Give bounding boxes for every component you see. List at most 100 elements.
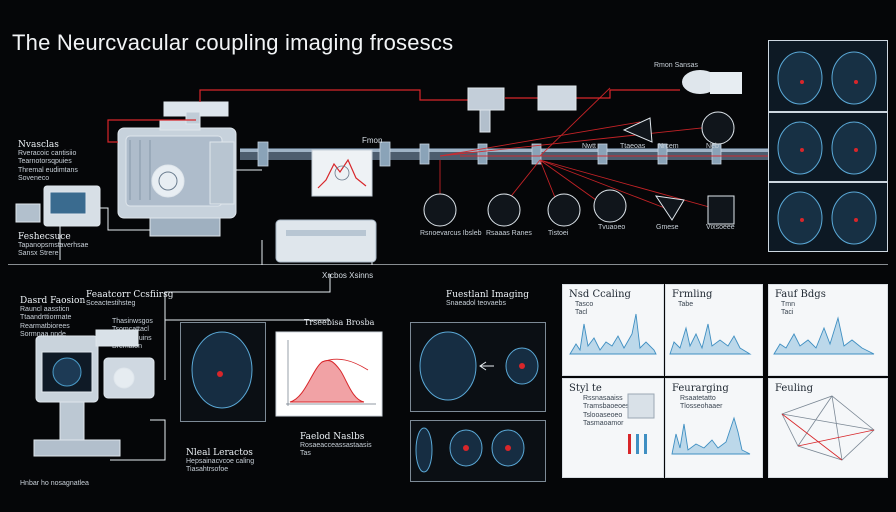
imaging-apparatus-diagram: [15, 70, 770, 265]
chart-panel-line: Tslooaseoeo: [583, 411, 623, 419]
node-label: Neb: [706, 143, 719, 150]
chart-panel-title: Fauf Bdgs: [775, 289, 826, 300]
tube-segment: [257, 141, 269, 167]
chart-panel-title: Frmling: [672, 289, 713, 300]
node-icon: [423, 193, 457, 227]
functional-imaging-header: Fuestlanl Imaging Snaeadol teovaebs: [446, 290, 556, 308]
pump-unit-2: [537, 85, 577, 111]
chart-panel-line: Tramsbaoeoes: [583, 403, 630, 411]
hub-label: Xrcbos Xsinns: [322, 271, 374, 280]
lower-scanner-unit: [33, 329, 155, 457]
node-icon: [707, 195, 735, 225]
chart-panel-5: Feurarging Rsaatetatto Tlosseohaaer: [665, 378, 763, 478]
network-graph: [781, 395, 875, 461]
connector-line: [575, 89, 680, 99]
mid-note: Bremaion: [112, 343, 142, 351]
tube-segment: [597, 143, 608, 165]
lower-left-heading: Dasrd Faosion: [20, 296, 86, 306]
tube-segment: [477, 143, 488, 165]
chart-panel-line: Tmn: [781, 301, 795, 308]
lower-left-line: Rauncl aassticn: [20, 306, 70, 313]
lower-left-line: Ttaandrttiormate: [20, 314, 72, 322]
signal-line: [539, 87, 611, 157]
chart-panel-6: Feuling: [768, 378, 888, 478]
central-monitor: [311, 149, 373, 197]
lower-left-line: Sormnaa nnde: [20, 331, 66, 339]
node-label: Nrcem: [658, 143, 679, 150]
activation-spot: [854, 148, 858, 152]
pump-unit-1: [467, 87, 505, 133]
functional-imaging-title: Fuestlanl Imaging: [446, 290, 530, 300]
mid-note: Thasinwsgos: [112, 318, 153, 325]
tube-segment: [379, 141, 391, 167]
brain-scan: [831, 51, 877, 105]
bottom-caption-line: Tiasahtrsofoe: [186, 466, 229, 474]
brain-scan: [419, 331, 477, 401]
left-text-line: Sansx Strere: [18, 250, 59, 258]
curve-chart: [275, 331, 383, 417]
node-label: Rsaaas Ranes: [486, 230, 532, 237]
page-title: The Neurcvacular coupling imaging froses…: [12, 30, 454, 55]
tube-segment: [657, 143, 668, 165]
chart-panel-1: Nsd Ccaling Tasco Tacl: [562, 284, 664, 376]
lower-left-text-block: Dasrd Faosion Rauncl aassticn Ttaandrtti…: [20, 296, 120, 340]
node-icon: [547, 193, 581, 227]
left-text-line: Thremal eudimtans: [18, 166, 78, 174]
left-text-line: Rveracoic cantisiio: [18, 150, 77, 157]
signal-line: [539, 159, 721, 211]
hub-unit: [275, 219, 377, 263]
lower-left-line: Rearmatbiorees: [20, 322, 70, 330]
lower-left-heading-2: Feaatcorr Ccsfiirsg: [86, 290, 174, 300]
left-text-line: Tapanopsmstaverhsae: [18, 242, 89, 249]
node-label: Ttaeoas: [620, 143, 646, 150]
bottom-caption-heading: Nleal Leractos: [186, 448, 253, 458]
functional-imaging-graphic: [419, 331, 539, 401]
bottom-caption-2: Faelod Naslbs Rosaeacceassastaasis Tas: [300, 432, 410, 459]
left-text-heading: Nvasclas: [18, 140, 59, 150]
small-monitor: [15, 185, 101, 227]
signal-trace: [773, 316, 875, 355]
brain-scan: [777, 121, 823, 175]
connector-line: [107, 119, 196, 143]
monitor-label: Fmon: [362, 136, 383, 145]
functional-imaging-sub: Snaeadol teovaebs: [446, 300, 506, 307]
activation-spot: [463, 445, 469, 451]
chart-panel-title: Styl te: [569, 383, 602, 394]
top-right-device: [682, 70, 742, 94]
chart-panel-line: Tabe: [678, 301, 694, 308]
node-label: Tistoei: [548, 230, 569, 237]
brain-scan: [191, 331, 253, 409]
bottom-caption-line: Tas: [300, 450, 311, 458]
lower-left-line: Sceactestihsteg: [86, 300, 136, 307]
chart-panel-3: Fauf Bdgs Tmn Taci: [768, 284, 888, 376]
signal-line: [439, 121, 641, 157]
left-text-block: Nvasclas Rveracoic cantisiio Tearnotorsq…: [18, 140, 98, 184]
bottom-caption-heading: Faelod Naslbs: [300, 432, 365, 442]
brain-scans-graphic: [777, 51, 877, 245]
activation-spot: [854, 80, 858, 84]
left-text-line: Tearnotorsqpuies: [18, 158, 72, 166]
node-label: Nwtt: [582, 143, 596, 150]
brain-scan: [831, 191, 877, 245]
activation-spot: [217, 371, 223, 377]
transport-tube-highlight: [240, 149, 770, 152]
node-label: Tvuaoeo: [598, 224, 626, 231]
top-right-label: Rmon Sansas: [654, 62, 698, 69]
section-divider: [8, 264, 888, 265]
connector-line: [110, 419, 166, 461]
bottom-caption-line: Rosaeacceassastaasis: [300, 442, 372, 449]
connector-line: [199, 89, 470, 102]
style-panel-graphic: [627, 393, 655, 454]
node-icon: [487, 193, 521, 227]
brain-slices-graphic: [415, 427, 525, 473]
connector-line: [100, 207, 150, 231]
node-label: Rsnoevarcus Ibsleb: [420, 230, 482, 237]
signal-line: [439, 125, 721, 157]
chart-panel-title: Nsd Ccaling: [569, 289, 631, 300]
chart-panel-title: Feuling: [775, 383, 813, 394]
fmri-brain-graphic: [191, 331, 253, 409]
scanner-unit: [117, 101, 237, 237]
bottom-caption-line: Hepsainacvcoe caling: [186, 458, 255, 465]
left-text-heading-2: Feshecsuce: [18, 232, 71, 242]
brain-scan: [777, 51, 823, 105]
